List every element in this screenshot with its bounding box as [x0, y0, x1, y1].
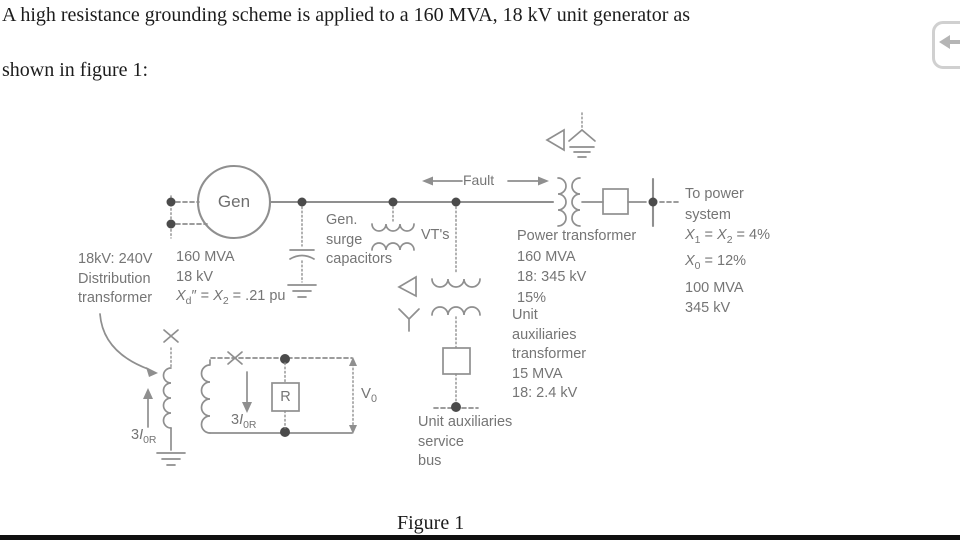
- unit-aux-transformer-label: Unit auxiliaries transformer 15 MVA 18: …: [512, 306, 586, 404]
- power-transformer-symbol: [557, 177, 604, 227]
- label-line: surge: [326, 231, 363, 248]
- resistor-current-label: 3I0R: [231, 412, 257, 431]
- resistor-label: R: [280, 389, 291, 405]
- main-bus: [268, 197, 555, 207]
- intro-text-line2: shown in figure 1:: [2, 59, 149, 81]
- v0-measurement: [349, 357, 357, 434]
- label-line: transformer: [512, 346, 587, 362]
- surge-capacitor-branch: [287, 206, 317, 298]
- label-line: Unit auxiliaries: [418, 414, 513, 430]
- label-line: transformer: [78, 290, 153, 306]
- label-line: capacitors: [326, 251, 393, 267]
- label-line: bus: [418, 453, 442, 469]
- label-line: 160 MVA: [517, 248, 576, 265]
- label-line: service: [418, 433, 464, 450]
- label-line: 18: 2.4 kV: [512, 385, 578, 401]
- surge-capacitors-label: Gen. surge capacitors: [326, 211, 392, 270]
- generator-ratings-label: 160 MVA 18 kV Xd″ = X2 = .21 pu: [176, 248, 285, 311]
- label-line: 18: 345 kV: [517, 269, 587, 285]
- left-arrow-icon: [939, 35, 960, 49]
- x-marks: [163, 329, 243, 365]
- power-transformer-label: Power transformer 160 MVA 18: 345 kV 15%: [517, 226, 636, 308]
- intro-text-line1: A high resistance grounding scheme is ap…: [2, 4, 691, 26]
- figure-caption: Figure 1: [397, 512, 465, 534]
- label-line: system: [685, 206, 731, 223]
- power-system-label: To power system X1 = X2 = 4% X0 = 12% 10…: [685, 184, 770, 319]
- label-line: 18kV: 240V: [78, 251, 153, 267]
- grounded-wye-icon: [568, 112, 596, 158]
- label-line: To power: [685, 186, 744, 202]
- label-line: auxiliaries: [512, 326, 577, 343]
- distribution-transformer-symbol: [156, 347, 211, 466]
- system-breaker-symbol: [602, 177, 682, 228]
- fault-label: Fault: [463, 172, 495, 188]
- vts-label: VT's: [421, 227, 450, 243]
- label-line: 345 kV: [685, 300, 731, 317]
- label-line: 160 MVA: [176, 249, 235, 265]
- label-line: 18 kV: [176, 268, 214, 285]
- grounding-resistor-circuit: [209, 354, 353, 437]
- system-delta-icon: [545, 128, 565, 152]
- generator-xd-label: Xd″ = X2 = .21 pu: [176, 288, 286, 307]
- label-line: Unit: [512, 307, 538, 323]
- service-bus-label: Unit auxiliaries service bus: [418, 413, 512, 472]
- bottom-edge-bar: [0, 535, 960, 540]
- annotation-arrow: [99, 313, 158, 377]
- aux-wye-icon: [398, 308, 420, 332]
- generator-label: Gen: [217, 192, 251, 211]
- label-line: 15 MVA: [512, 365, 563, 382]
- label-line: Distribution: [78, 270, 151, 287]
- vt-symbol: [371, 206, 415, 251]
- v0-label: V0: [361, 385, 378, 405]
- label-line: Power transformer: [517, 228, 637, 244]
- current-arrow-up: [143, 388, 153, 428]
- unit-aux-transformer-symbol: [431, 206, 481, 412]
- fault-arrows: [422, 176, 549, 186]
- label-line: 100 MVA: [685, 279, 744, 296]
- system-x0-label: X0 = 12%: [685, 253, 747, 273]
- system-x12-label: X1 = X2 = 4%: [685, 227, 770, 246]
- label-line: 15%: [517, 289, 547, 306]
- aux-delta-icon: [397, 275, 417, 298]
- back-button[interactable]: [932, 21, 960, 69]
- label-line: Gen.: [326, 212, 358, 228]
- distribution-transformer-label: 18kV: 240V Distribution transformer: [78, 250, 152, 309]
- neutral-current-label: 3I0R: [131, 427, 157, 446]
- current-arrow-down: [242, 371, 252, 413]
